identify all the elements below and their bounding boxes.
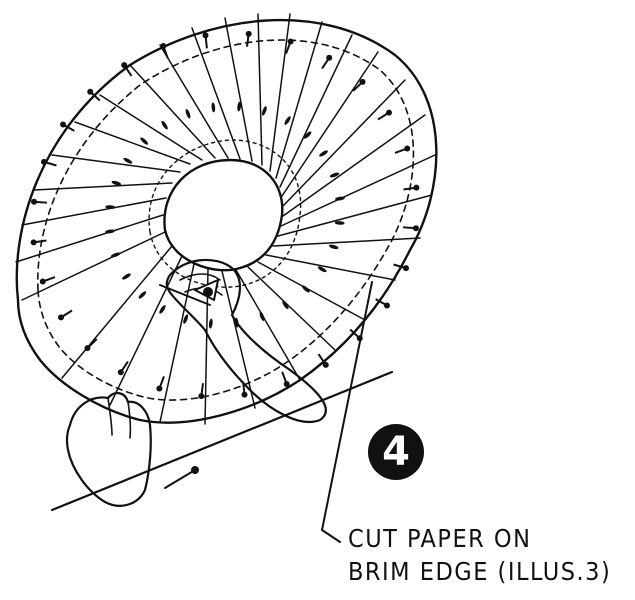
step-number-badge: 4 <box>368 424 424 480</box>
pin-icon <box>322 55 332 69</box>
brim-inner-stitch <box>149 140 301 287</box>
callout-line-2: BRIM EDGE (ILLUS.3) <box>348 555 633 588</box>
step-number: 4 <box>382 432 410 472</box>
segment-mark <box>283 115 292 125</box>
segment-mark <box>160 120 169 130</box>
segment-mark <box>261 106 268 117</box>
right-hand <box>167 260 326 422</box>
pin-icon <box>282 372 289 387</box>
pin-icon <box>58 310 72 320</box>
pin-icon <box>395 145 410 152</box>
pin-icon <box>246 31 252 47</box>
pin-icon <box>60 122 74 131</box>
segment-mark <box>121 272 131 280</box>
segment-mark <box>139 136 149 145</box>
segment-mark <box>335 221 345 225</box>
pin-icon <box>378 110 392 120</box>
pin-icon <box>198 383 204 399</box>
segment-mark <box>138 290 148 300</box>
callout-line-1: CUT PAPER ON <box>348 522 633 555</box>
left-hand-finger-lines <box>108 398 130 438</box>
segment-mark <box>301 284 311 293</box>
pin-icon <box>41 159 56 166</box>
pin-icon <box>203 32 209 48</box>
pin-group <box>31 31 420 399</box>
brim-inner-opening <box>164 160 282 270</box>
callout-text: CUT PAPER ON BRIM EDGE (ILLUS.3) <box>348 522 633 588</box>
segment-mark <box>211 102 216 112</box>
pin-icon <box>403 225 419 231</box>
segment-mark <box>158 304 167 314</box>
pin-icon <box>404 185 420 191</box>
segment-mark <box>208 318 213 328</box>
callout-leader-line <box>322 282 372 542</box>
pin-icon <box>84 339 96 351</box>
loose-pin-icon <box>165 466 199 488</box>
table-edge-line <box>52 372 392 510</box>
pin-icon <box>156 376 164 391</box>
pin-icon <box>31 239 47 245</box>
pin-icon <box>31 199 47 205</box>
segment-mark <box>185 108 192 119</box>
segment-mark <box>328 244 339 250</box>
pin-icon <box>40 277 55 284</box>
segment-mark <box>123 157 133 165</box>
segment-marks <box>105 101 345 329</box>
segment-mark <box>318 149 328 157</box>
pin-icon <box>118 361 128 375</box>
